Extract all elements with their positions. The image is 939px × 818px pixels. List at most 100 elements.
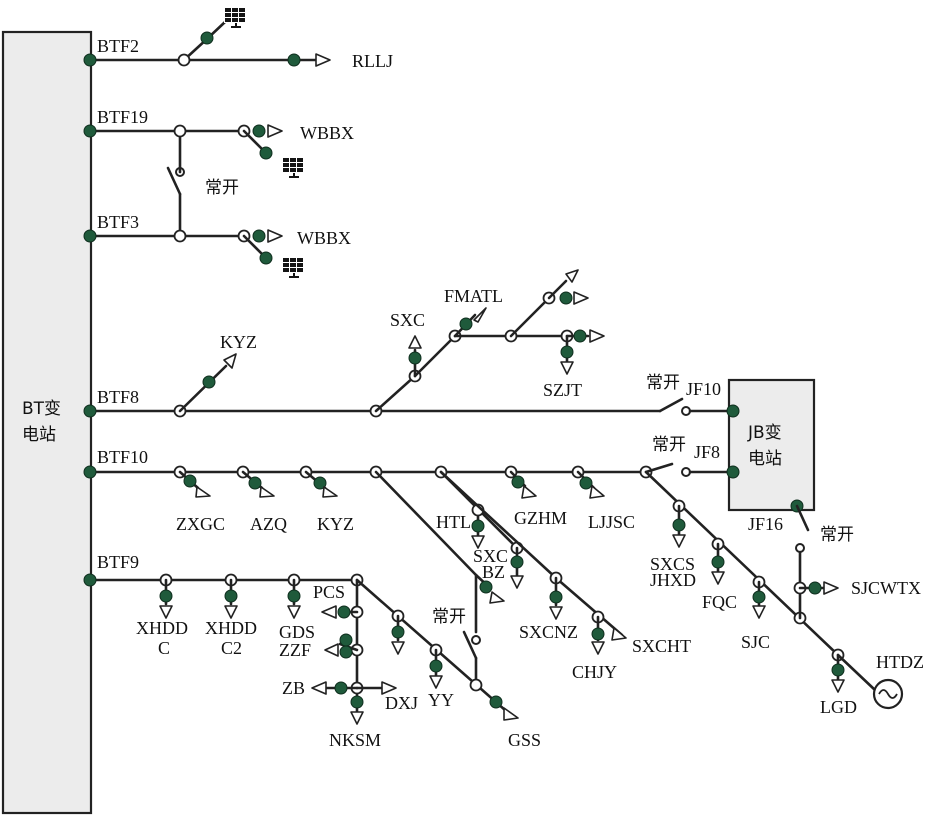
- load-label-azq: AZQ: [250, 514, 287, 534]
- jb-feeder-label-jf8: JF8: [694, 442, 720, 462]
- feeder-label-btf2: BTF2: [97, 36, 139, 56]
- solar-panel-icon: [281, 156, 307, 178]
- load-label-sxcnz: SXCNZ: [519, 622, 578, 642]
- solar-panel-icon: [281, 256, 307, 278]
- load-arrow-icon: [672, 534, 686, 548]
- load-label-ljjsc: LJJSC: [588, 512, 635, 532]
- load-arrow-icon: [503, 707, 519, 721]
- load-label-pcs: PCS: [313, 582, 345, 602]
- load-label-sjcwtx: SJCWTX: [851, 578, 921, 598]
- load-arrow-icon: [752, 605, 766, 619]
- bt-substation-label-2: 电站: [22, 425, 56, 445]
- load-label-szjt: SZJT: [543, 380, 582, 400]
- jb-feeder-label-jf10: JF10: [686, 379, 721, 399]
- feeder-btf2: BTF2 RLLJ: [83, 6, 393, 71]
- load-arrow-icon: [549, 606, 563, 620]
- load-arrow-icon: [195, 486, 211, 498]
- load-label-xhdd-c2-2: C2: [221, 638, 242, 658]
- feeder-btf3: BTF3 WBBX: [83, 212, 351, 278]
- load-label-htl: HTL: [436, 512, 471, 532]
- load-label-xhdd-c-2: C: [158, 638, 170, 658]
- load-label-wbbx-2: WBBX: [297, 228, 351, 248]
- load-label-lgd: LGD: [820, 697, 857, 717]
- jb-feeder-jf16: JF16 常开 SJCWTX: [748, 499, 921, 620]
- load-label-wbbx-1: WBBX: [300, 123, 354, 143]
- load-arrow-icon: [267, 229, 283, 243]
- load-arrow-icon: [591, 641, 605, 655]
- switch-note-normally-open-3: 常开: [432, 607, 466, 627]
- load-label-fmatl: FMATL: [444, 286, 503, 306]
- load-arrow-icon: [381, 681, 397, 695]
- load-arrow-icon: [223, 353, 237, 369]
- load-arrow-icon: [311, 681, 327, 695]
- jb-feeder-label-jf16: JF16: [748, 514, 783, 534]
- load-arrow-icon: [350, 711, 364, 725]
- load-arrow-icon: [589, 329, 605, 343]
- switch-note-normally-open-2: 常开: [646, 373, 680, 393]
- load-arrow-icon: [429, 675, 443, 689]
- load-arrow-icon: [324, 643, 339, 657]
- load-arrow-icon: [565, 269, 579, 283]
- load-label-gds: GDS: [279, 622, 315, 642]
- load-arrow-icon: [408, 335, 422, 349]
- load-arrow-icon: [510, 575, 524, 589]
- load-label-xhdd-c2-1: XHDD: [205, 618, 257, 638]
- load-arrow-icon: [560, 361, 574, 375]
- load-arrow-icon: [287, 605, 301, 619]
- breaker-switch-icon: [471, 635, 481, 645]
- load-label-htdz: HTDZ: [876, 652, 924, 672]
- switch-note-normally-open-1: 常开: [205, 178, 239, 198]
- load-arrow-icon: [589, 485, 605, 499]
- load-arrow-icon: [831, 679, 845, 693]
- load-label-sxcs: SXCS: [650, 554, 695, 574]
- switch-note-normally-open-5: 常开: [820, 525, 854, 545]
- load-label-sxcht: SXCHT: [632, 636, 691, 656]
- feeder-label-btf19: BTF19: [97, 107, 148, 127]
- load-label-gss: GSS: [508, 730, 541, 750]
- load-arrow-icon: [471, 535, 485, 549]
- feeder-label-btf8: BTF8: [97, 387, 139, 407]
- load-arrow-icon: [321, 605, 337, 619]
- jb-substation-box: [727, 378, 816, 512]
- load-label-bz: BZ: [482, 562, 505, 582]
- load-label-xhdd-c-1: XHDD: [136, 618, 188, 638]
- load-label-jhxd: JHXD: [650, 570, 696, 590]
- feeder-btf19: BTF19 WBBX: [83, 107, 354, 178]
- load-arrow-icon: [489, 591, 505, 604]
- tie-switch-btf19-btf3: 常开: [166, 166, 239, 238]
- switch-note-normally-open-4: 常开: [652, 435, 686, 455]
- load-arrow-icon: [473, 307, 487, 323]
- bt-substation-bus: [1, 30, 93, 815]
- load-label-zxgc: ZXGC: [176, 514, 225, 534]
- jb-substation-label-2: 电站: [748, 449, 782, 469]
- jb-substation-label-1: JB变: [747, 423, 782, 443]
- load-arrow-icon: [521, 485, 537, 499]
- feeder-label-btf10: BTF10: [97, 447, 148, 467]
- feeder-btf10: BTF10 ZXGC AZQ KYZ 常开: [83, 435, 924, 717]
- load-label-zb: ZB: [282, 678, 305, 698]
- load-label-gzhm: GZHM: [514, 508, 567, 528]
- load-arrow-icon: [322, 486, 338, 498]
- load-label-zzf: ZZF: [279, 640, 311, 660]
- load-label-sxc-2: SXC: [473, 546, 508, 566]
- feeder-label-btf9: BTF9: [97, 552, 139, 572]
- load-arrow-icon: [159, 605, 173, 619]
- load-label-fqc: FQC: [702, 592, 737, 612]
- load-label-sjc: SJC: [741, 632, 770, 652]
- solar-panel-icon: [223, 6, 249, 28]
- load-label-kyz-2: KYZ: [317, 514, 354, 534]
- load-label-sxc-1: SXC: [390, 310, 425, 330]
- load-label-rllj: RLLJ: [352, 51, 393, 71]
- load-arrow-icon: [267, 124, 283, 138]
- feeder-btf8: BTF8 KYZ SXC FMATL S: [83, 269, 740, 418]
- load-label-yy: YY: [428, 690, 454, 710]
- load-arrow-icon: [573, 291, 589, 305]
- feeder-btf9: BTF9 XHDD C XHDD C2 PCS GDS ZZF: [83, 552, 541, 750]
- load-arrow-icon: [315, 53, 331, 67]
- bt-substation-label-1: BT变: [22, 399, 61, 419]
- load-arrow-icon: [259, 486, 275, 498]
- load-arrow-icon: [391, 641, 405, 655]
- load-label-dxj: DXJ: [385, 693, 418, 713]
- load-label-chjy: CHJY: [572, 662, 617, 682]
